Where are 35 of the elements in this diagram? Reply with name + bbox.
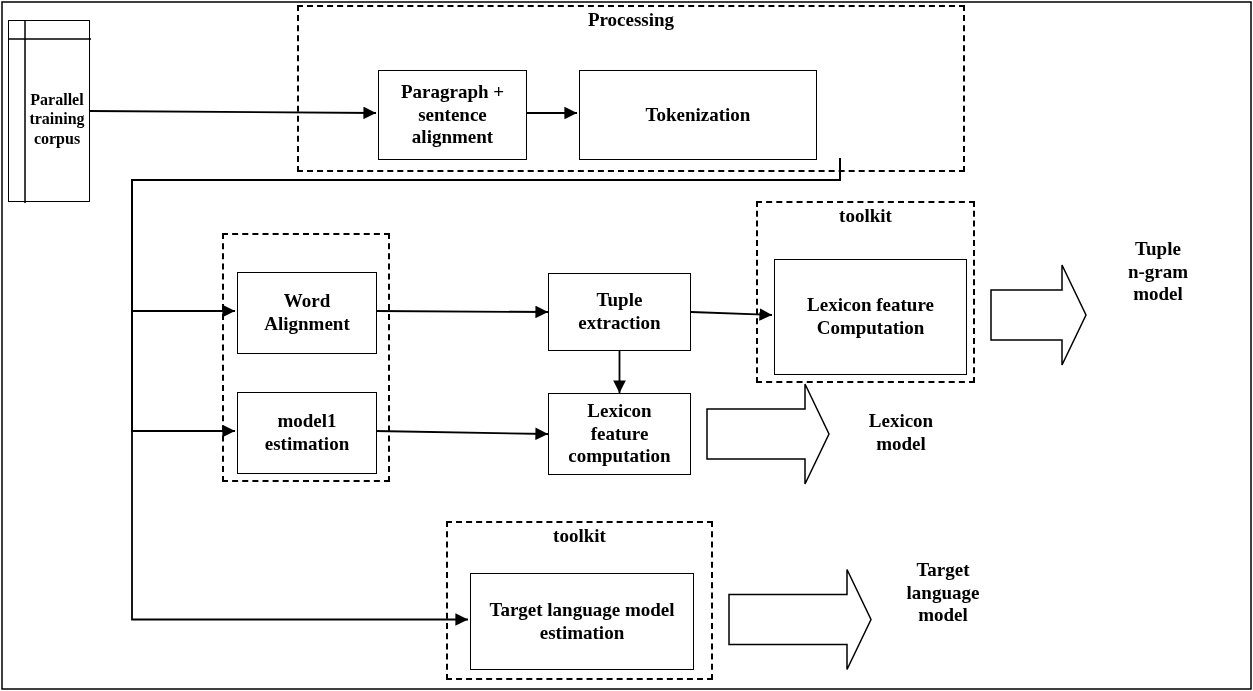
box-label: Target language model estimation [488,598,676,645]
block-arrow [728,568,872,671]
output-label: Lexicon model [867,409,935,456]
output-label: Tuple n-gram model [1126,237,1190,307]
box-label: Tuple extraction [577,289,662,335]
dashed-group [756,201,975,383]
box-label: Paragraph + sentence alignment [399,80,506,150]
arrow [613,350,626,394]
arrow [131,157,841,626]
arrow [690,308,773,321]
process-box [774,259,967,375]
process-box [470,573,694,670]
process-box [237,272,377,354]
output-label: Target language model [905,558,981,628]
block-arrow [706,383,830,485]
box-label: Word Alignment [263,290,351,336]
process-box [548,273,691,351]
process-box [378,70,527,160]
dashed-group [222,233,390,482]
box-label: Lexicon feature computation [567,399,672,469]
process-box [579,70,817,160]
dashed-group [297,5,965,172]
group-title: toolkit [552,525,607,548]
arrow [89,106,377,120]
group-title: Processing [586,9,676,32]
corpus-table [8,20,90,202]
process-box [237,392,377,474]
dashed-group [446,521,713,680]
box-label: Parallel training corpus [28,90,86,148]
box-label: Tokenization [644,103,752,127]
block-arrow [990,264,1087,366]
box-label: model1 estimation [263,410,351,456]
box-label: Lexicon feature Computation [806,294,935,340]
group-title: toolkit [838,205,893,228]
process-box [548,393,691,475]
